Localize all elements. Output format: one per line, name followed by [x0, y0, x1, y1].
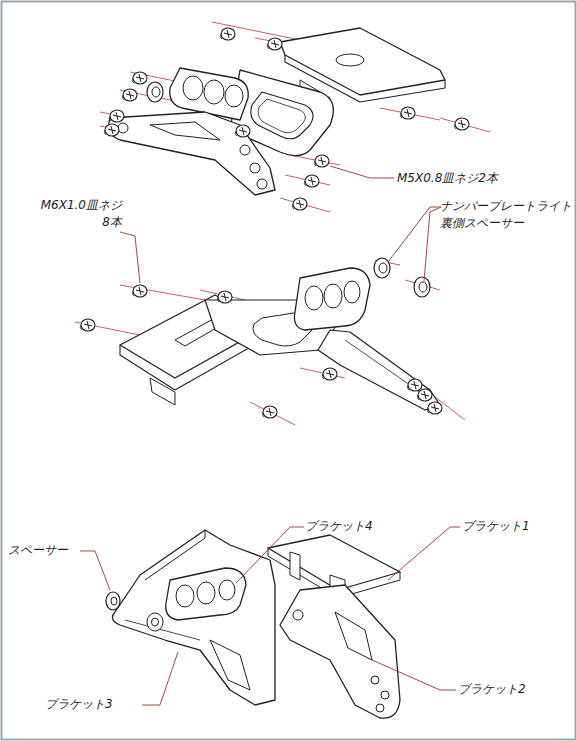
assembly-middle	[75, 258, 465, 425]
part-label: ブラケット3	[45, 696, 141, 713]
bracket-4	[166, 568, 246, 620]
part-label: ブラケット1	[462, 518, 552, 535]
part-label: M5X0.8皿ネジ2本	[397, 170, 547, 187]
part-label: ブラケット2	[458, 681, 554, 698]
center-lines	[75, 260, 465, 425]
bracket-2	[280, 585, 400, 718]
part-label: ナンバープレートライト 裏側スペーサー	[440, 198, 572, 233]
leader-lines	[80, 166, 460, 705]
part-label: M6X1.0皿ネジ 8本	[30, 197, 122, 232]
assembly-bottom	[106, 530, 400, 718]
part-label: ブラケット4	[305, 518, 395, 535]
bracket-3	[112, 530, 275, 705]
spacer	[106, 592, 120, 610]
part-label: スペーサー	[8, 542, 88, 559]
